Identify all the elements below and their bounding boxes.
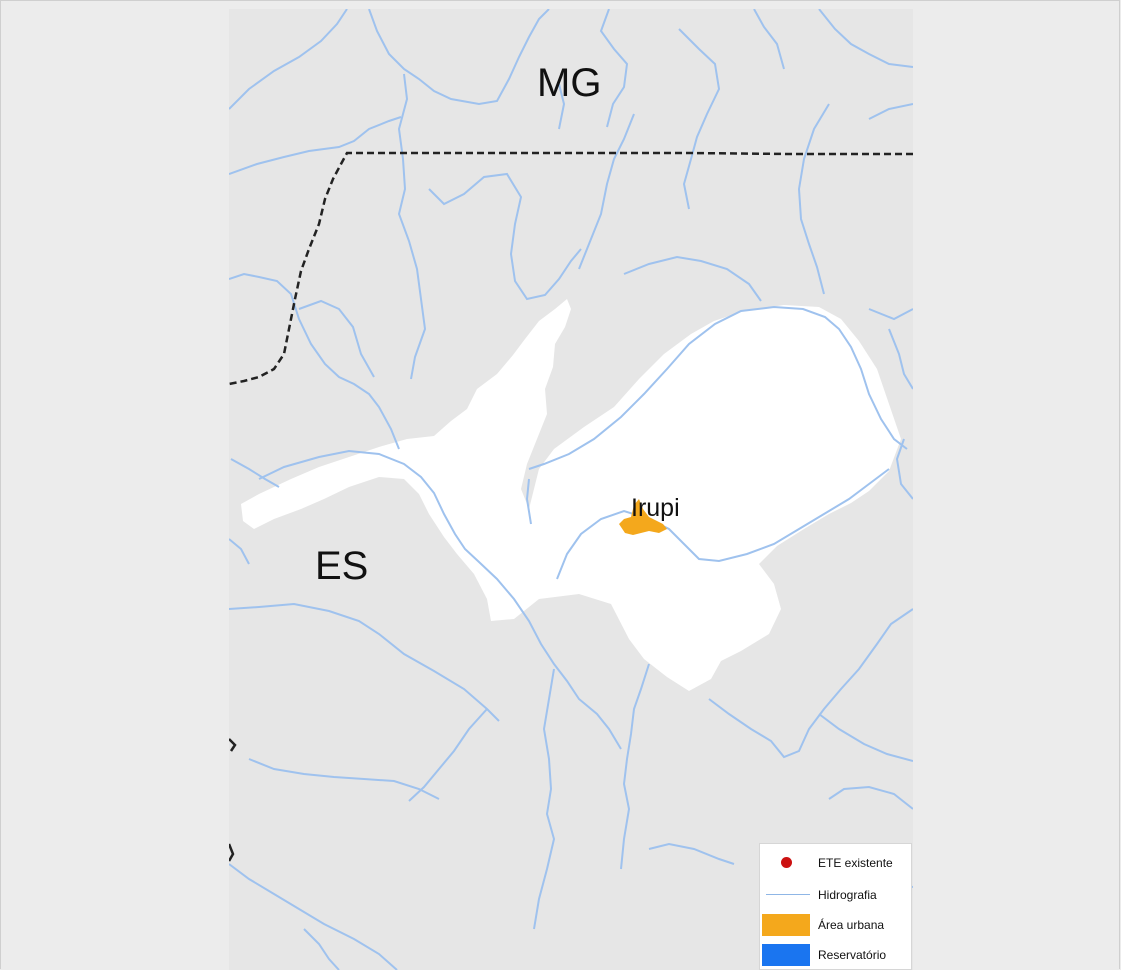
legend-item: ETE existente <box>760 848 913 878</box>
legend-item: Reservatório <box>760 940 913 970</box>
red-dot-icon <box>760 848 812 878</box>
city-label-irupi: Irupi <box>631 494 680 522</box>
line-icon <box>760 880 812 910</box>
state-label-es: ES <box>315 544 369 588</box>
urban-area <box>619 499 667 535</box>
legend-label: Área urbana <box>818 918 885 932</box>
legend-item: Hidrografia <box>760 880 913 910</box>
map-panel[interactable]: MG ES Irupi ETE existente Hidrografia Ár… <box>229 9 913 970</box>
legend-label: ETE existente <box>818 856 893 870</box>
state-label-mg: MG <box>537 61 602 105</box>
blue-box-icon <box>760 940 812 970</box>
state-border <box>229 151 913 386</box>
legend-label: Reservatório <box>818 948 887 962</box>
legend-label: Hidrografia <box>818 888 877 902</box>
orange-box-icon <box>760 910 812 940</box>
map-canvas <box>229 9 913 970</box>
legend-item: Área urbana <box>760 910 913 940</box>
basin-area <box>241 299 901 691</box>
map-legend: ETE existente Hidrografia Área urbana Re… <box>759 843 912 970</box>
river-network <box>229 9 913 970</box>
